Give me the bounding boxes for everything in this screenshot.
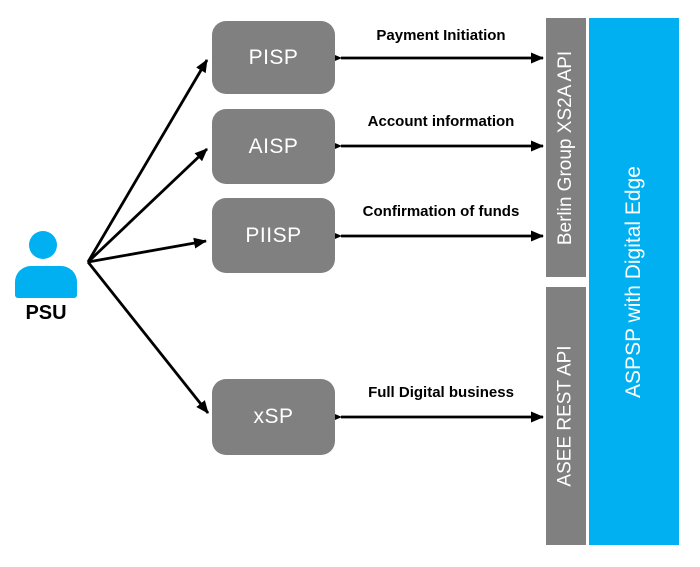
asee-rest-api-label: ASEE REST API xyxy=(555,345,576,487)
aspsp-bar: ASPSP with Digital Edge xyxy=(589,18,679,545)
piisp-box: PIISP xyxy=(212,198,335,273)
xsp-box: xSP xyxy=(212,379,335,455)
person-icon-body xyxy=(15,266,77,298)
pisp-box: PISP xyxy=(212,21,335,94)
arrow-psu-to-pisp xyxy=(86,59,209,263)
person-icon xyxy=(29,231,57,259)
arrow-psu-to-piisp xyxy=(87,237,207,264)
psu-label: PSU xyxy=(25,302,67,324)
aisp-box: AISP xyxy=(212,109,335,184)
arrow-psu-to-xsp xyxy=(86,261,210,414)
arrow-psu-to-aisp xyxy=(87,147,208,264)
full-digital-business-label: Full Digital business xyxy=(368,384,514,401)
account-information-label: Account information xyxy=(367,113,515,130)
aspsp-label: ASPSP with Digital Edge xyxy=(622,165,645,398)
berlin-group-xs2a-api-bar: Berlin Group XS2A API xyxy=(546,18,586,277)
asee-rest-api-bar: ASEE REST API xyxy=(546,287,586,545)
berlin-group-xs2a-api-label: Berlin Group XS2A API xyxy=(555,50,576,245)
confirmation-of-funds-label: Confirmation of funds xyxy=(362,203,520,220)
payment-initiation-label: Payment Initiation xyxy=(376,27,506,44)
